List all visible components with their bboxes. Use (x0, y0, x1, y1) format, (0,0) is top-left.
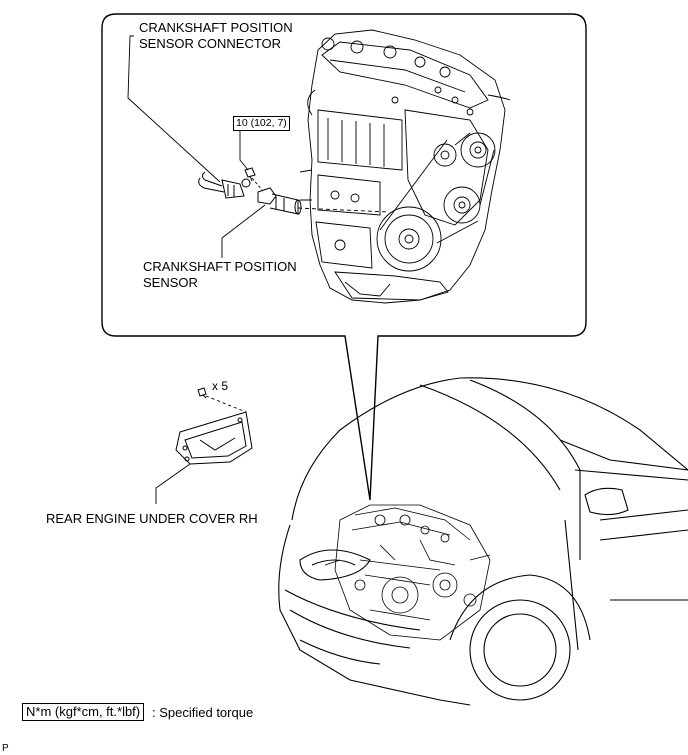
sensor-mount-line (297, 207, 389, 213)
leader-sensor (221, 204, 266, 258)
sensor-connector (198, 171, 251, 199)
ckp-sensor-label-line2: SENSOR (143, 275, 198, 290)
torque-legend-description: : Specified torque (152, 705, 254, 720)
figure-code: P (2, 743, 9, 754)
car-illustration (278, 377, 688, 706)
under-cover-bolt (197, 387, 207, 399)
callout-frame (101, 13, 587, 501)
engine-illustration (299, 29, 511, 304)
leader-connector (127, 35, 221, 183)
engine-bay-illustration (324, 504, 491, 641)
under-cover-label: REAR ENGINE UNDER COVER RH (46, 511, 258, 526)
leader-torque (239, 129, 249, 171)
under-cover-illustration (175, 411, 253, 465)
torque-value-box: 10 (102, 7) (233, 116, 290, 131)
bolt-count-label: x 5 (212, 379, 229, 393)
bolt-mount-line (251, 177, 263, 191)
under-cover-mount-line (205, 395, 247, 413)
sensor-bolt (244, 167, 256, 182)
sensor-body (257, 187, 302, 215)
ckp-connector-label-line1: CRANKSHAFT POSITION (139, 20, 293, 35)
ckp-sensor-label-line1: CRANKSHAFT POSITION (143, 259, 297, 274)
ckp-connector-label-line2: SENSOR CONNECTOR (139, 36, 282, 51)
leader-under-cover (155, 463, 191, 504)
torque-legend-symbol: N*m (kgf*cm, ft.*lbf) (22, 703, 145, 721)
